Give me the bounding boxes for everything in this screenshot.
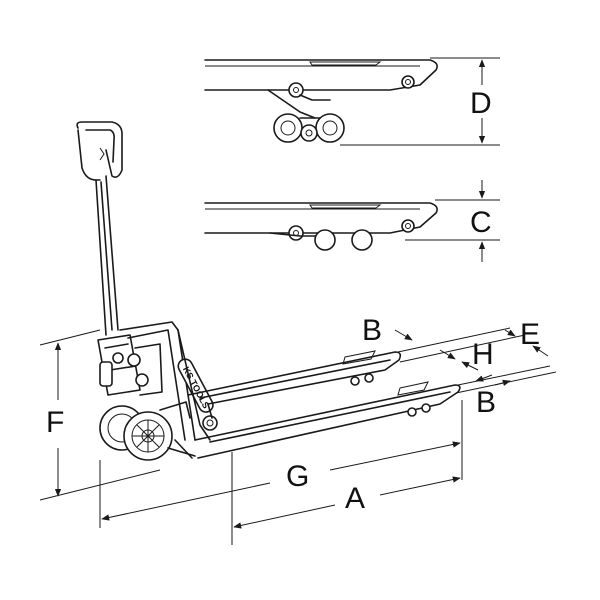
dimension-g: G [99,400,463,528]
dimension-e: E [504,318,549,357]
label-h: H [472,338,494,371]
fork-profile-lowered [204,202,438,251]
dimension-a: A [231,452,461,545]
dimension-d: D [340,57,500,146]
label-b-top: B [362,314,382,347]
dimension-h: H [439,338,494,371]
fork-profile-raised [204,59,438,143]
label-a: A [345,482,365,515]
dimension-width-guides [397,327,557,394]
label-c: C [470,206,492,239]
label-e: E [520,318,540,351]
label-d: D [470,87,492,120]
pallet-truck: KS TOOLS [76,121,461,461]
label-g: G [286,460,309,493]
dimension-b-top: B [362,314,413,347]
dimension-b-bottom: B [475,374,511,419]
label-f: F [46,406,64,439]
label-b-bottom: B [476,386,496,419]
dimension-c: C [405,180,500,262]
